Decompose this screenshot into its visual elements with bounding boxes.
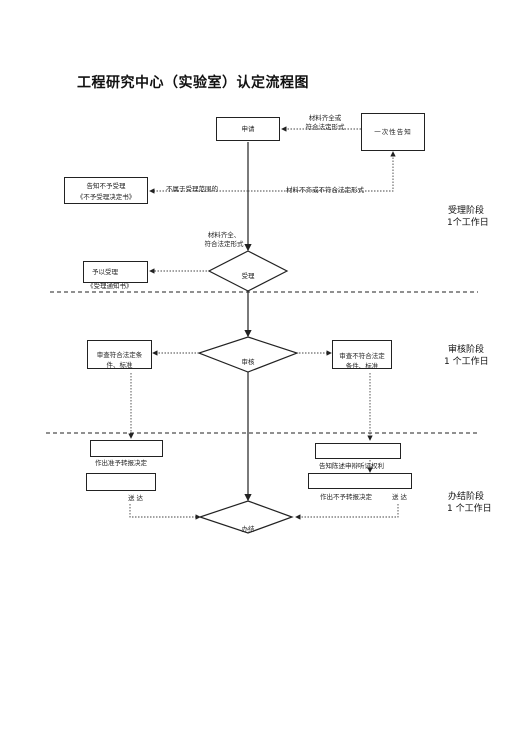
edge-label-accept-2: 符合法定形式 (204, 240, 244, 248)
reject-box (64, 177, 148, 204)
stage-finish-name: 办结阶段 (448, 492, 485, 502)
right-to-appeal-box (315, 443, 401, 459)
review-diamond-label: 审核 (241, 358, 255, 366)
apply-label: 申请 (241, 125, 255, 133)
review-fail-label-2: 条件、标准 (345, 362, 379, 370)
edge-label-complete-2: 符合法定形式 (305, 123, 345, 131)
report-decision-box (90, 440, 163, 457)
edge-label-complete-1: 材料齐全或 (308, 114, 342, 122)
notify-once-label: 一次性告知 (374, 128, 412, 136)
finish-diamond-label: 办结 (241, 525, 255, 533)
stage-finish-duration: 1 个工作日 (447, 504, 492, 514)
deliver-right-label: 送达 (392, 493, 409, 501)
review-ok-label-1: 审查符合法定条 (96, 351, 143, 359)
stage-accept-name: 受理阶段 (448, 206, 485, 216)
no-report-box (308, 473, 412, 489)
edge-label-accept-1: 材料齐全、 (207, 231, 241, 239)
accept-notice-label-2: 《受理通知书》 (87, 282, 133, 290)
review-ok-box (87, 340, 152, 369)
reject-label-1: 告知不予受理 (86, 182, 126, 190)
reject-label-2: 《不予受理决定书》 (76, 193, 136, 201)
accept-diamond (207, 250, 289, 292)
accept-notice-box (83, 261, 148, 283)
edge-deliver-left-finish (129, 504, 201, 520)
review-fail-box (332, 340, 392, 369)
deliver-left-box (86, 473, 156, 491)
stage-review-name: 审核阶段 (448, 345, 485, 355)
accept-diamond-label: 受理 (241, 272, 255, 280)
edge-label-incomplete: 材料不齐或不符合法定形式 (286, 186, 364, 194)
stage-review-duration: 1 个工作日 (444, 357, 489, 367)
edge-label-out-of-scope: 不属于受理范围的 (166, 185, 218, 193)
review-ok-label-2: 件、标准 (106, 361, 133, 369)
review-diamond (197, 336, 299, 373)
accept-notice-label-1: 予以受理 (92, 268, 118, 276)
deliver-left-label: 送达 (128, 494, 145, 502)
page-title: 工程研究中心（实验室）认定流程图 (77, 75, 309, 91)
no-report-label: 作出不予转报决定 (320, 493, 372, 501)
edge-incomplete (248, 151, 396, 192)
stage-accept-duration: 1个工作日 (447, 218, 489, 228)
report-decision-label: 作出准予转报决定 (95, 459, 147, 467)
notify-once-box (361, 113, 425, 151)
finish-diamond (198, 500, 294, 534)
apply-box (216, 117, 280, 141)
edge-deliver-right-finish (295, 504, 399, 520)
review-fail-label-1: 审查不符合法定 (339, 352, 385, 360)
right-to-appeal-label: 告知陈述申辩听证权利 (319, 462, 384, 470)
